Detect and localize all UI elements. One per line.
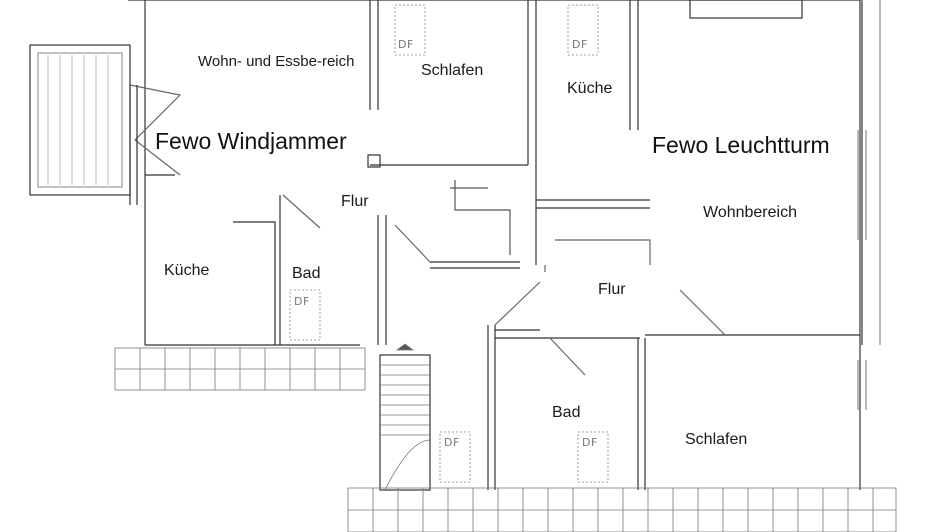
skylight-marker: DF — [572, 38, 588, 51]
skylight-marker: DF — [294, 295, 310, 308]
skylight-marker: DF — [582, 436, 598, 449]
room-label-wohn-essbereich: Wohn- und Essbe-reich — [198, 53, 355, 70]
room-label-schlafen-left: Schlafen — [421, 62, 484, 79]
room-label-bad-left: Bad — [292, 265, 321, 282]
room-label-flur-right: Flur — [598, 281, 626, 298]
room-label-flur-left: Flur — [341, 193, 369, 210]
skylight-marker: DF — [444, 436, 460, 449]
apartment-title-leuchtturm: Fewo Leuchtturm — [652, 132, 830, 158]
skylight-marker: DF — [398, 38, 414, 51]
apartment-title-windjammer: Fewo Windjammer — [155, 128, 347, 154]
room-label-kueche-left: Küche — [164, 262, 210, 279]
room-label-kueche-right: Küche — [567, 80, 613, 97]
room-label-schlafen-right: Schlafen — [685, 431, 748, 448]
room-label-bad-right: Bad — [552, 404, 581, 421]
room-label-wohnbereich: Wohnbereich — [703, 204, 797, 221]
